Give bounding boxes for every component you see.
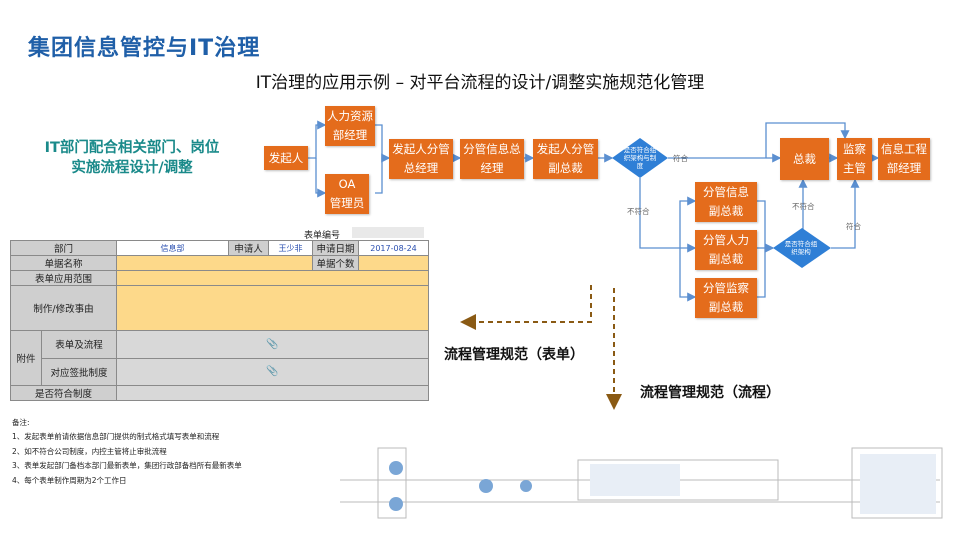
applicant-value: 王少非 xyxy=(268,240,313,256)
applicant-label: 申请人 xyxy=(228,240,269,256)
table-row: 是否符合制度 xyxy=(10,385,429,401)
compliance-label: 是否符合制度 xyxy=(10,385,117,401)
comply-label-2: 符合 xyxy=(846,222,861,231)
gm-initiator-box: 发起人分管总经理 xyxy=(389,139,453,179)
form-count-field xyxy=(358,255,429,271)
note-item: 3、表单发起部门备档本部门最新表单，集团行政部备档所有最新表单 xyxy=(12,461,242,471)
attachment-cell: 附件 表单及流程 对应签批制度 xyxy=(10,330,117,386)
attach-approval-label: 对应签批制度 xyxy=(50,367,108,379)
form-standard-label: 流程管理规范（表单） xyxy=(444,347,584,363)
info-eng-manager-box: 信息工程部经理 xyxy=(878,138,930,180)
notes-title: 备注: xyxy=(12,418,30,427)
note-item: 4、每个表单制作周期为2个工作日 xyxy=(12,475,127,485)
vp-info-box: 分管信息副总裁 xyxy=(695,182,757,222)
note-item: 2、如不符合公司制度，内控主管将止审批流程 xyxy=(12,446,167,456)
compliance-diamond-2: 是否符合组织架构 xyxy=(773,228,831,268)
note-item: 1、发起表单前请依据信息部门提供的制式格式填写表单和流程 xyxy=(12,432,220,442)
application-form: 部门 信息部 申请人 王少非 申请日期 2017-08-24 单据名称 单据个数… xyxy=(10,240,429,401)
comply-label-1: 符合 xyxy=(673,154,688,163)
initiator-box: 发起人 xyxy=(264,146,308,170)
table-row: 单据名称 单据个数 xyxy=(10,255,429,271)
form-number-label: 表单编号 xyxy=(304,231,341,241)
paperclip-icon: 📎 xyxy=(266,366,279,378)
dept-label: 部门 xyxy=(10,240,117,256)
attach-form-field[interactable]: 📎 xyxy=(116,330,429,359)
date-value: 2017-08-24 xyxy=(358,240,429,256)
form-name-label: 单据名称 xyxy=(10,255,117,271)
table-row: 表单应用范围 xyxy=(10,270,429,286)
form-name-field xyxy=(116,255,313,271)
table-row: 部门 信息部 申请人 王少非 申请日期 2017-08-24 xyxy=(10,240,429,256)
compliance-field xyxy=(116,385,429,401)
vp-supervise-box: 分管监察副总裁 xyxy=(695,278,757,318)
dept-value: 信息部 xyxy=(116,240,229,256)
scope-label: 表单应用范围 xyxy=(10,270,117,286)
process-swimlane-preview xyxy=(340,447,943,519)
page-title: 集团信息管控与IT治理 xyxy=(28,36,261,61)
supervisor-box: 监察主管 xyxy=(837,138,872,180)
form-notes: 备注: 1、发起表单前请依据信息部门提供的制式格式填写表单和流程 2、如不符合公… xyxy=(12,416,242,488)
paperclip-icon: 📎 xyxy=(266,338,279,350)
noncomply-label-1: 不符合 xyxy=(627,207,650,216)
reason-label: 制作/修改事由 xyxy=(10,285,117,331)
gm-info-box: 分管信息总经理 xyxy=(460,139,524,179)
attach-form-label: 表单及流程 xyxy=(42,331,116,359)
attachment-label: 附件 xyxy=(11,331,42,385)
form-count-label: 单据个数 xyxy=(312,255,359,271)
attach-approval-field[interactable]: 📎 xyxy=(116,357,429,386)
noncomply-label-2: 不符合 xyxy=(792,202,815,211)
date-label: 申请日期 xyxy=(312,240,359,256)
left-caption-line1: IT部门配合相关部门、岗位 xyxy=(44,140,220,156)
process-standard-label: 流程管理规范（流程） xyxy=(640,385,780,401)
vp-hr-box: 分管人力副总裁 xyxy=(695,230,757,270)
page-subtitle: IT治理的应用示例 – 对平台流程的设计/调整实施规范化管理 xyxy=(255,73,705,93)
table-row: 📎 xyxy=(11,357,429,386)
table-row: 制作/修改事由 xyxy=(10,285,429,331)
president-box: 总裁 xyxy=(780,138,829,180)
table-row: 附件 表单及流程 对应签批制度 📎 xyxy=(10,330,429,386)
reason-field xyxy=(116,285,429,331)
form-number-field xyxy=(352,227,424,238)
hr-manager-box: 人力资源部经理 xyxy=(325,106,375,146)
left-caption-line2: 实施流程设计/调整 xyxy=(71,160,193,176)
left-caption: IT部门配合相关部门、岗位 实施流程设计/调整 xyxy=(24,138,240,178)
compliance-diamond-1: 是否符合组织架构与制度 xyxy=(612,138,668,178)
scope-field xyxy=(116,270,429,286)
vp-initiator-box: 发起人分管副总裁 xyxy=(533,139,598,179)
